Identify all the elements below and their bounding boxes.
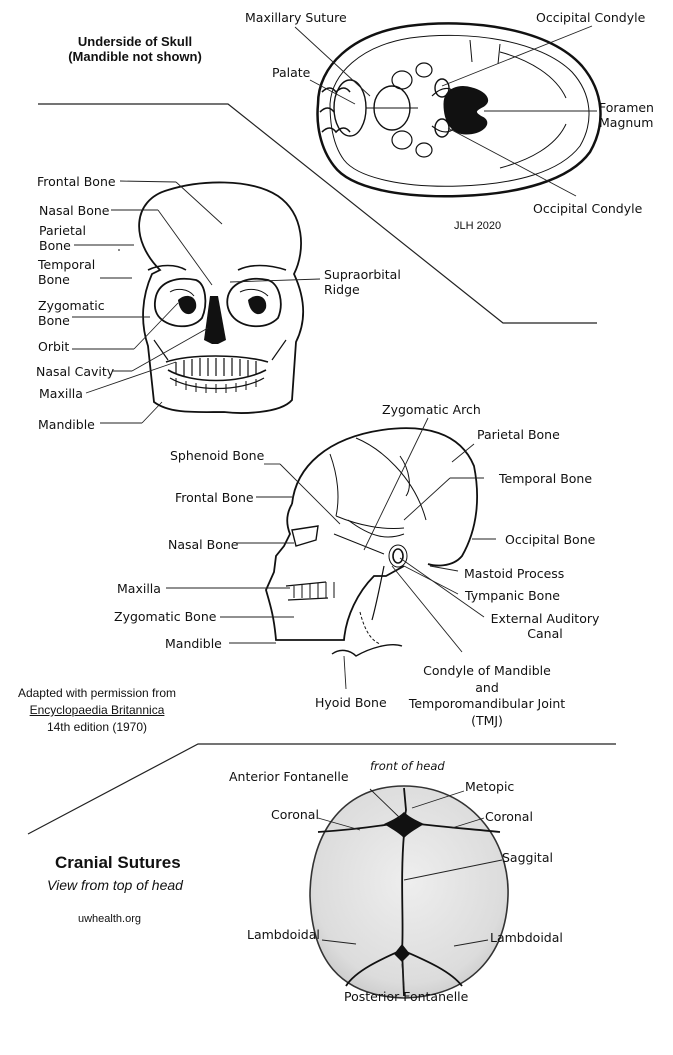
label-temporal-line2: Bone [38, 272, 70, 287]
label-maxilla-side: Maxilla [117, 581, 161, 596]
label-zygomatic-bone-front: Zygomatic Bone [38, 298, 105, 328]
anterior-fontanelle-shape [384, 812, 424, 838]
label-frontal-bone-side: Frontal Bone [175, 490, 254, 505]
label-mandible-front: Mandible [38, 417, 95, 432]
side-leader-lines [166, 417, 496, 690]
label-temporal-line1: Temporal [38, 257, 96, 272]
label-nasal-bone-side: Nasal Bone [168, 537, 239, 552]
label-metopic: Metopic [465, 779, 515, 794]
label-foramen-line2: Magnum [599, 115, 654, 130]
posterior-fontanelle-shape [394, 944, 410, 962]
sutures-title: Cranial Sutures [55, 853, 181, 872]
label-lambdoidal-right: Lambdoidal [490, 930, 563, 945]
underside-title: Underside of Skull (Mandible not shown) [50, 34, 220, 64]
label-temporal-bone-side: Temporal Bone [499, 471, 593, 486]
label-occipital-bone: Occipital Bone [505, 532, 596, 547]
foramen-magnum-shape [443, 86, 488, 135]
label-condyle-line2: and [475, 679, 499, 695]
label-anterior-fontanelle: Anterior Fontanelle [229, 769, 349, 784]
label-supraorbital-line1: Supraorbital [324, 267, 401, 282]
label-orbit: Orbit [38, 339, 70, 354]
underside-leader-lines [294, 25, 597, 197]
artist-signature: JLH 2020 [454, 220, 502, 232]
credit-line3: 14th edition (1970) [46, 720, 148, 734]
label-external-auditory-canal: External Auditory Canal [480, 611, 610, 641]
label-parietal-bone-front: Parietal Bone [39, 223, 86, 253]
label-saggital: Saggital [502, 850, 553, 865]
label-zygomatic-bone-side: Zygomatic Bone [114, 609, 217, 624]
occipital-condyle-shapes [434, 78, 450, 138]
credit-line2: Encyclopaedia Britannica [29, 703, 165, 717]
ear-canal-shape [388, 544, 408, 568]
section-dividers [27, 103, 616, 835]
label-parietal-bone-side: Parietal Bone [477, 427, 560, 442]
label-mastoid-process: Mastoid Process [464, 566, 565, 581]
label-frontal-bone-front: Frontal Bone [37, 174, 116, 189]
label-external-auditory-line1: External Auditory [490, 611, 600, 626]
credit-line1: Adapted with permission from [17, 686, 177, 700]
label-maxilla-front: Maxilla [39, 386, 83, 401]
label-condyle-tmj: Condyle of Mandible and Temporomandibula… [402, 663, 572, 729]
label-lambdoidal-left: Lambdoidal [247, 927, 320, 942]
front-leader-lines [72, 180, 321, 424]
sutures-source: uwhealth.org [78, 913, 141, 925]
label-occipital-condyle-bottom: Occipital Condyle [533, 201, 643, 216]
underside-title-line1: Underside of Skull [77, 34, 193, 49]
label-zygomatic-line1: Zygomatic [38, 298, 105, 313]
label-temporal-bone-front: Temporal Bone [38, 257, 95, 287]
sutures-subtitle: View from top of head [47, 877, 183, 893]
label-supraorbital-line2: Ridge [324, 282, 360, 297]
britannica-credit: Adapted with permission from Encyclopaed… [0, 685, 194, 736]
label-coronal-right: Coronal [485, 809, 533, 824]
label-external-auditory-line2: Canal [527, 626, 563, 641]
underside-title-line2: (Mandible not shown) [68, 49, 202, 64]
nasal-cavity-shape [204, 296, 226, 344]
orbit-shadows [178, 295, 267, 315]
label-condyle-line4: (TMJ) [471, 712, 503, 728]
front-skull-drawing [118, 181, 305, 414]
label-supraorbital-ridge: Supraorbital Ridge [324, 267, 401, 297]
label-occipital-condyle-top: Occipital Condyle [536, 10, 646, 25]
label-tympanic-bone: Tympanic Bone [465, 588, 560, 603]
label-zygomatic-line2: Bone [38, 313, 70, 328]
suture-leader-lines [317, 788, 503, 987]
label-parietal-line1: Parietal [39, 223, 86, 238]
label-zygomatic-arch: Zygomatic Arch [382, 402, 481, 417]
label-coronal-left: Coronal [271, 807, 319, 822]
label-foramen-magnum: Foramen Magnum [599, 100, 654, 130]
side-skull-drawing [265, 427, 478, 657]
label-condyle-line3: Temporomandibular Joint [408, 696, 566, 711]
label-palate: Palate [272, 65, 311, 80]
label-sphenoid-bone: Sphenoid Bone [170, 448, 265, 463]
label-mandible-side: Mandible [165, 636, 222, 651]
label-foramen-line1: Foramen [599, 100, 654, 115]
label-hyoid-bone: Hyoid Bone [315, 695, 387, 710]
label-front-of-head: front of head [370, 759, 445, 773]
label-condyle-line1: Condyle of Mandible [423, 663, 551, 678]
label-nasal-cavity: Nasal Cavity [36, 364, 115, 379]
label-nasal-bone-front: Nasal Bone [39, 203, 110, 218]
label-maxillary-suture: Maxillary Suture [245, 10, 347, 25]
label-posterior-fontanelle: Posterior Fontanelle [344, 989, 469, 1004]
label-parietal-line2: Bone [39, 238, 71, 253]
